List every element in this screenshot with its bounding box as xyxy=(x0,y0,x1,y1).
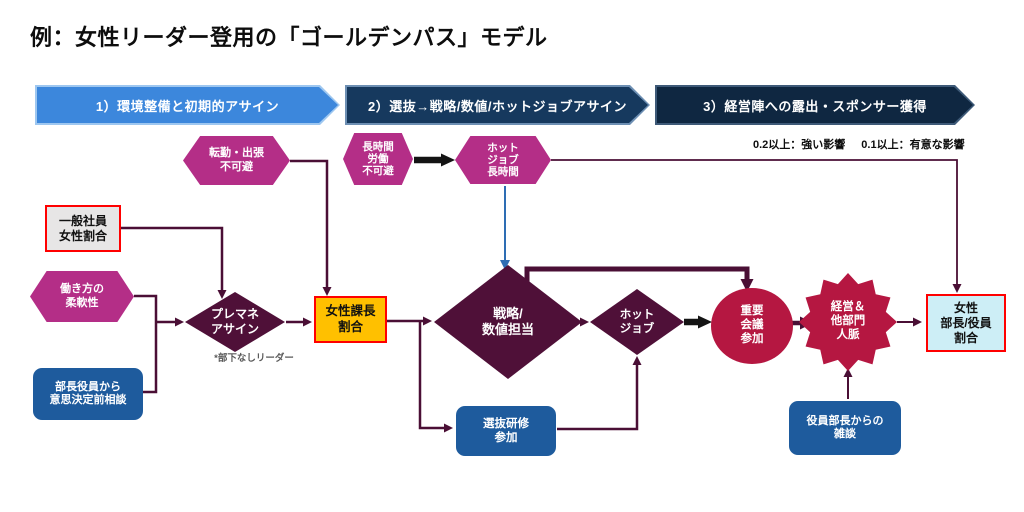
node-relocation-hexagon: 転勤・出張 不可避 xyxy=(183,136,290,185)
page-title: 例：女性リーダー登用の「ゴールデンパス」モデル xyxy=(30,25,548,50)
overtime-label: 長時間 労働 不可避 xyxy=(362,140,394,178)
node-flexibility-hexagon: 働き方の 柔軟性 xyxy=(30,271,134,322)
node-pre-manager-assign-diamond: プレマネ アサイン xyxy=(185,292,285,352)
arrow-strategy-to-meetings-elbow xyxy=(524,266,754,292)
line-flexibility-consult-junction xyxy=(134,294,158,394)
female-director-ratio-label: 女性 部長/役員 割合 xyxy=(940,300,992,345)
phase-banner-1-fill: 1）環境整備と初期的アサイン xyxy=(37,87,338,123)
node-key-meetings-circle: 重要 会議 参加 xyxy=(711,288,793,364)
arrow-general-staff-to-premanager xyxy=(121,226,227,299)
phase-1-label: 1）環境整備と初期的アサイン xyxy=(95,98,280,114)
node-overtime-hexagon: 長時間 労働 不可避 xyxy=(343,133,413,185)
phase-banner-3-fill: 3）経営陣への露出・スポンサー獲得 xyxy=(657,87,973,123)
node-pre-decision-consult-box: 部長役員から 意思決定前相談 xyxy=(33,368,143,420)
exec-small-talk-label: 役員部長からの 雑談 xyxy=(806,414,884,440)
phase-2-label: 2）選抜→戦略/数値/ホットジョブアサイン xyxy=(368,98,627,114)
arrow-relocation-to-female-manager xyxy=(290,159,332,296)
relocation-label: 転勤・出張 不可避 xyxy=(209,147,264,173)
hotjob-hours-label: ホット ジョブ 長時間 xyxy=(487,141,519,179)
arrow-female-manager-to-training xyxy=(418,321,453,433)
strategy-numbers-label: 戦略/ 数値担当 xyxy=(481,306,534,337)
phase-banner-1: 1）環境整備と初期的アサイン xyxy=(35,85,340,125)
phase-banner-2: 2）選抜→戦略/数値/ホットジョブアサイン xyxy=(345,85,650,125)
pre-manager-note: *部下なしリーダー xyxy=(214,353,294,364)
node-hotjob-hours-hexagon: ホット ジョブ 長時間 xyxy=(455,136,551,184)
hot-job-label: ホット ジョブ xyxy=(619,308,655,335)
legend: 0.2以上：強い影響 0.1以上：有意な影響 xyxy=(753,136,965,152)
legend-significant-effect: 0.1以上：有意な影響 xyxy=(861,139,965,151)
key-meetings-label: 重要 会議 参加 xyxy=(740,305,764,345)
female-manager-ratio-label: 女性課長 割合 xyxy=(325,304,376,334)
pre-manager-assign-label: プレマネ アサイン xyxy=(210,307,259,336)
node-female-director-ratio-box: 女性 部長/役員 割合 xyxy=(926,294,1006,352)
phase-banner-3: 3）経営陣への露出・スポンサー獲得 xyxy=(655,85,975,125)
flexibility-label: 働き方の 柔軟性 xyxy=(60,283,104,309)
phase-banner-2-fill: 2）選抜→戦略/数値/ホットジョブアサイン xyxy=(347,87,648,123)
selective-training-label: 選抜研修 参加 xyxy=(483,417,529,444)
exec-network-label: 経営＆ 他部門 人脈 xyxy=(830,301,866,341)
legend-strong-effect: 0.2以上：強い影響 xyxy=(753,139,846,151)
node-female-manager-ratio-box: 女性課長 割合 xyxy=(314,296,387,343)
node-general-staff-ratio-box: 一般社員 女性割合 xyxy=(45,205,121,252)
phase-3-label: 3）経営陣への露出・スポンサー獲得 xyxy=(703,98,927,114)
node-selective-training-box: 選抜研修 参加 xyxy=(456,406,556,456)
arrow-hotjob-hours-to-female-director xyxy=(551,159,962,293)
general-staff-ratio-label: 一般社員 女性割合 xyxy=(58,213,107,243)
pre-decision-consult-label: 部長役員から 意思決定前相談 xyxy=(49,380,127,406)
node-exec-small-talk-box: 役員部長からの 雑談 xyxy=(789,401,901,455)
arrow-training-to-hotjob xyxy=(557,356,642,431)
